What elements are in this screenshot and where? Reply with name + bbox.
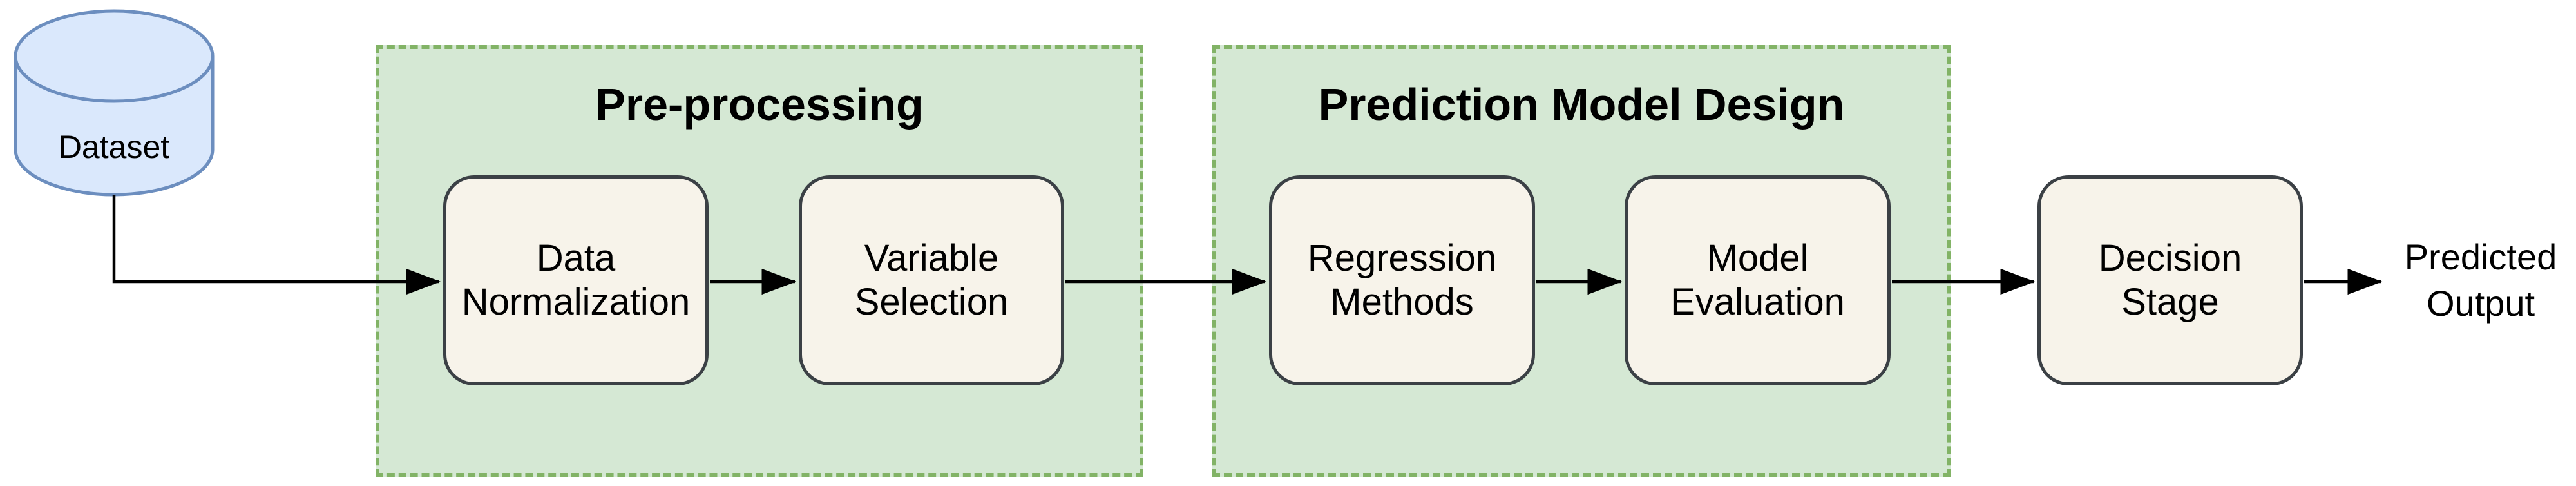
node-data-normalization: Data Normalization [443, 175, 709, 385]
node-model-evaluation-line2: Evaluation [1670, 281, 1845, 323]
node-variable-selection-line1: Variable [864, 237, 999, 279]
node-data-normalization-line2: Normalization [461, 281, 691, 323]
predicted-output-line2: Output [2426, 283, 2535, 324]
predicted-output-label: Predicted Output [2387, 234, 2574, 327]
dataset-cylinder-shape [14, 9, 215, 197]
predicted-output-line1: Predicted [2404, 237, 2557, 277]
node-model-evaluation-line1: Model [1706, 237, 1809, 279]
node-data-normalization-line1: Data [536, 237, 616, 279]
group-preprocessing-title: Pre-processing [595, 79, 924, 130]
arrow-dataset-to-normalization [112, 195, 441, 295]
node-decision-stage-line1: Decision [2098, 237, 2242, 279]
dataset-node-label: Dataset [58, 129, 170, 165]
node-regression-methods: Regression Methods [1269, 175, 1535, 385]
node-regression-methods-line1: Regression [1307, 237, 1497, 279]
node-variable-selection-line2: Selection [854, 281, 1009, 323]
group-prediction-title: Prediction Model Design [1318, 79, 1845, 130]
node-decision-stage: Decision Stage [2037, 175, 2303, 385]
node-decision-stage-line2: Stage [2121, 281, 2219, 323]
node-model-evaluation: Model Evaluation [1625, 175, 1891, 385]
node-regression-methods-line2: Methods [1330, 281, 1474, 323]
node-variable-selection: Variable Selection [799, 175, 1064, 385]
